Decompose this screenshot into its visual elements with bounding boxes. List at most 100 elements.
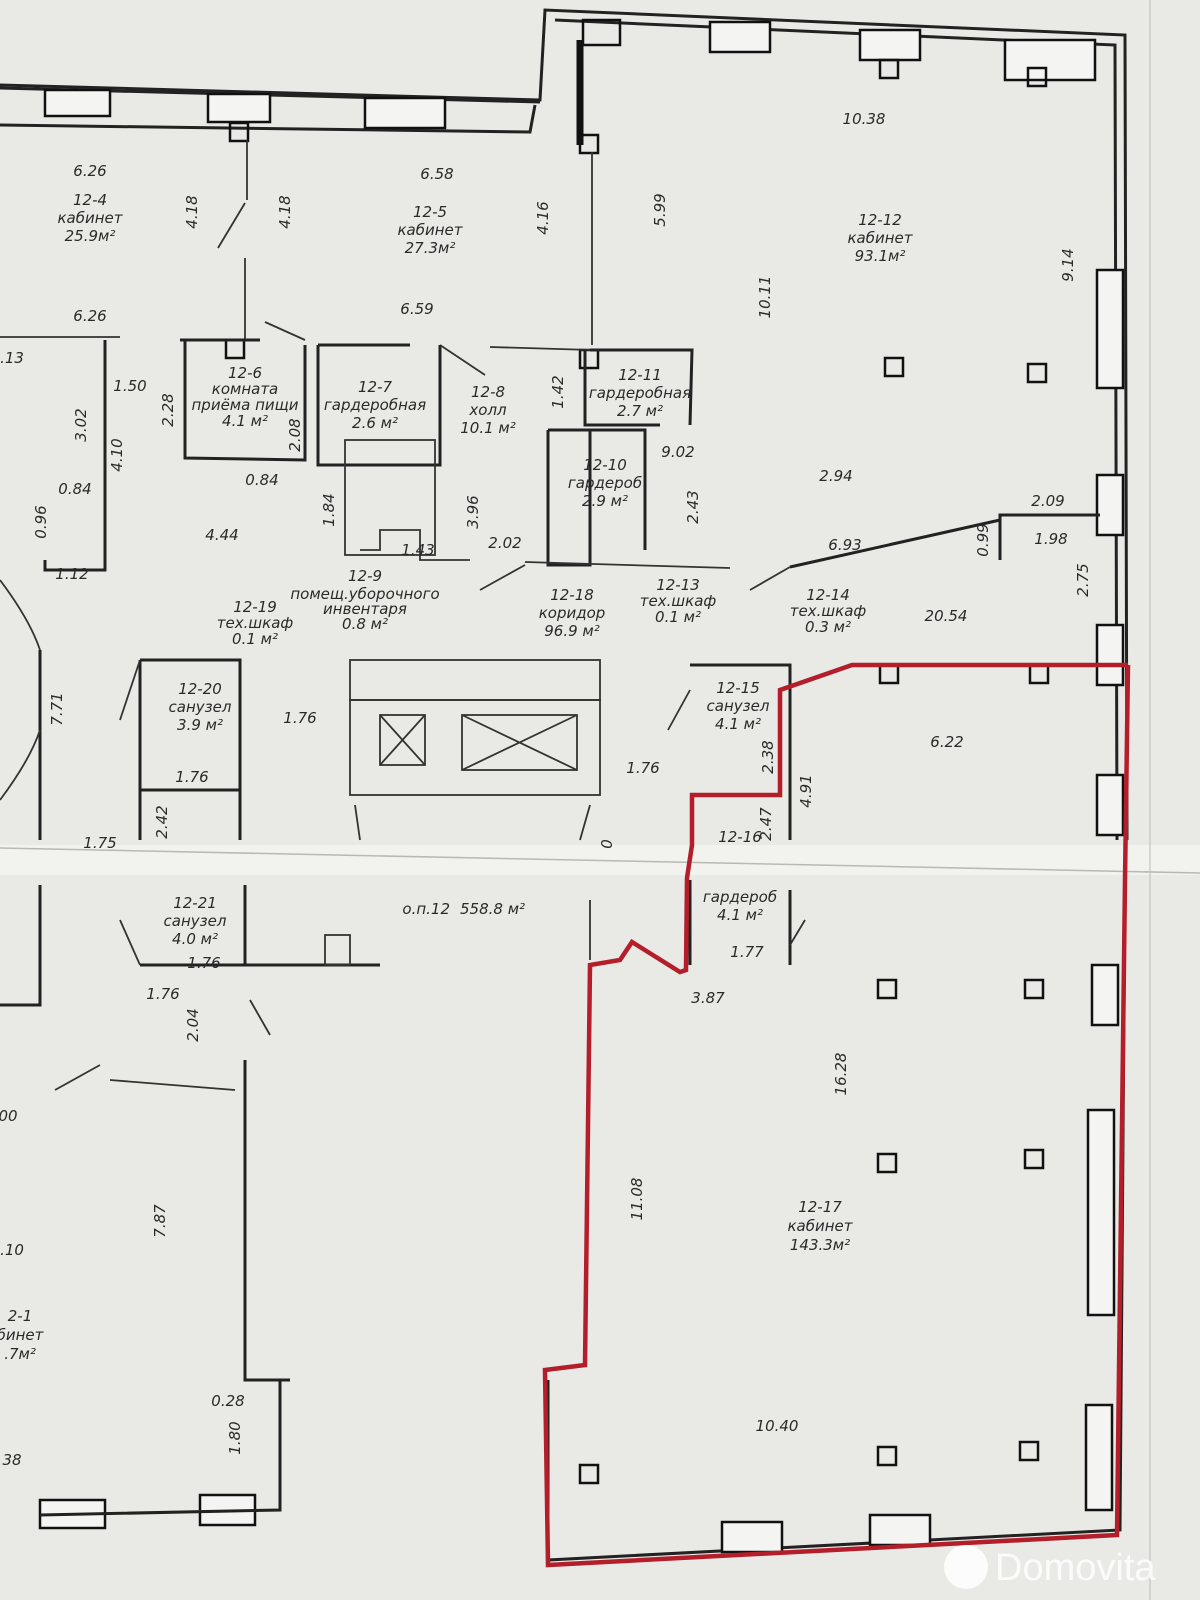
dimension-label: 10.11	[756, 276, 774, 319]
svg-text:тех.шкаф: тех.шкаф	[640, 592, 717, 610]
dimension-label: 6.26	[73, 162, 106, 180]
room-12-10: 12-10 гардероб 2.9 м²	[568, 456, 642, 510]
svg-text:12-5: 12-5	[413, 203, 447, 221]
dimension-label: .13	[0, 349, 24, 367]
watermark-text: Domovita	[995, 1547, 1156, 1589]
room-12-7: 12-7 гардеробная 2.6 м²	[324, 378, 426, 432]
svg-text:27.3м²: 27.3м²	[405, 239, 456, 257]
dimension-label: 7.87	[151, 1204, 169, 1238]
columns	[224, 18, 1050, 1485]
svg-text:0.3 м²: 0.3 м²	[805, 618, 851, 636]
svg-text:0.1 м²: 0.1 м²	[655, 608, 701, 626]
svg-text:12-4: 12-4	[73, 191, 107, 209]
dimension-label: 1.98	[1034, 530, 1067, 548]
svg-text:4.0 м²: 4.0 м²	[172, 930, 218, 948]
dimension-label: .10	[0, 1241, 24, 1259]
svg-text:2.9 м²: 2.9 м²	[582, 492, 628, 510]
dimension-label: 1.84	[320, 493, 338, 526]
watermark-logo-icon	[944, 1545, 988, 1589]
svg-text:12-18: 12-18	[550, 586, 594, 604]
svg-text:10.1 м²: 10.1 м²	[460, 419, 516, 437]
room-12-14: 12-14 тех.шкаф 0.3 м²	[790, 586, 867, 636]
svg-text:гардероб: гардероб	[568, 474, 642, 492]
dimension-label: 0.96	[32, 505, 50, 538]
svg-text:тех.шкаф: тех.шкаф	[217, 614, 294, 632]
room-12-17: 12-17 кабинет 143.3м²	[787, 1198, 853, 1254]
dimension-label: 2.38	[759, 740, 777, 773]
room-12-1: 2-1 бинет .7м²	[0, 1307, 45, 1363]
svg-text:12-17: 12-17	[798, 1198, 842, 1216]
svg-text:о.п.12: о.п.12	[402, 900, 450, 918]
dimension-label: 2.42	[153, 805, 171, 838]
dimension-label: 6.58	[420, 165, 453, 183]
sheet-seam-line	[0, 847, 1200, 874]
room-12-13: 12-13 тех.шкаф 0.1 м²	[640, 576, 717, 626]
svg-text:12-14: 12-14	[806, 586, 850, 604]
dimension-label: 38	[2, 1451, 21, 1469]
svg-text:инвентаря: инвентаря	[323, 600, 407, 618]
dimension-label: 1.43	[401, 541, 434, 559]
svg-text:4.1 м²: 4.1 м²	[717, 906, 763, 924]
svg-text:.7м²: .7м²	[4, 1345, 36, 1363]
outer-walls	[0, 8, 1129, 1562]
windows	[38, 20, 1125, 1554]
svg-text:12-16: 12-16	[718, 828, 762, 846]
svg-text:12-15: 12-15	[716, 679, 760, 697]
svg-text:коридор: коридор	[539, 604, 606, 622]
svg-text:12-19: 12-19	[233, 598, 277, 616]
svg-text:холл: холл	[468, 401, 507, 419]
dimension-label: 20.54	[925, 607, 968, 625]
svg-text:12-7: 12-7	[358, 378, 392, 396]
svg-text:12-12: 12-12	[858, 211, 902, 229]
svg-text:санузел: санузел	[169, 698, 232, 716]
dimension-label: 4.16	[534, 201, 552, 234]
dimension-label: 1.77	[730, 943, 764, 961]
dimension-label: 2.08	[286, 418, 304, 451]
dimension-label: 1.76	[626, 759, 659, 777]
dimension-label: 4.18	[276, 195, 294, 228]
dimension-label: 1.76	[146, 985, 179, 1003]
svg-text:помещ.уборочного: помещ.уборочного	[290, 585, 439, 603]
dimension-label: 4.91	[797, 774, 815, 807]
svg-text:4.1 м²: 4.1 м²	[222, 412, 268, 430]
svg-text:санузел: санузел	[707, 697, 770, 715]
dimension-label: 3.87	[691, 989, 725, 1007]
svg-text:кабинет: кабинет	[847, 229, 913, 247]
dimension-label: 2.09	[1031, 492, 1064, 510]
dimension-label: 2.94	[819, 467, 852, 485]
dimension-label: 1.50	[113, 377, 146, 395]
svg-text:бинет: бинет	[0, 1326, 45, 1344]
dimension-label: 1.12	[55, 565, 88, 583]
svg-text:12-6: 12-6	[228, 364, 262, 382]
room-12-8: 12-8 холл 10.1 м²	[460, 383, 516, 437]
svg-text:гардеробная: гардеробная	[324, 396, 426, 414]
room-12-16: 12-16 гардероб 4.1 м²	[703, 828, 777, 924]
room-labels: 12-4 кабинет 25.9м² 12-5 кабинет 27.3м² …	[0, 191, 914, 1363]
svg-text:12-21: 12-21	[173, 894, 217, 912]
svg-text:96.9 м²: 96.9 м²	[544, 622, 600, 640]
svg-text:комната: комната	[212, 380, 278, 398]
dimension-label: 2.75	[1074, 563, 1092, 596]
room-12-6: 12-6 комната приёма пищи 4.1 м²	[191, 364, 298, 430]
room-12-11: 12-11 гардеробная 2.7 м²	[589, 366, 691, 420]
dimension-label: 11.08	[628, 1178, 646, 1221]
dimension-label: 4.10	[108, 438, 126, 471]
room-12-12: 12-12 кабинет 93.1м²	[847, 211, 913, 265]
room-12-4: 12-4 кабинет 25.9м²	[57, 191, 123, 245]
dimension-label: 2.28	[159, 393, 177, 426]
dimension-label: 1.80	[226, 1421, 244, 1454]
dimension-label: 9.02	[661, 443, 694, 461]
svg-text:0.1 м²: 0.1 м²	[232, 630, 278, 648]
dimension-label: 1.42	[549, 375, 567, 408]
svg-text:25.9м²: 25.9м²	[65, 227, 116, 245]
dimension-label: 10.40	[756, 1417, 799, 1435]
room-12-19: 12-19 тех.шкаф 0.1 м²	[217, 598, 294, 648]
svg-text:93.1м²: 93.1м²	[855, 247, 906, 265]
room-12-15: 12-15 санузел 4.1 м²	[707, 679, 770, 733]
highlight-boundary	[542, 662, 1131, 1568]
total-area: о.п.12 558.8 м²	[402, 900, 525, 918]
svg-text:тех.шкаф: тех.шкаф	[790, 602, 867, 620]
svg-text:гардероб: гардероб	[703, 888, 777, 906]
dimension-label: 0.84	[245, 471, 278, 489]
room-12-9: 12-9 помещ.уборочного инвентаря 0.8 м²	[290, 567, 439, 633]
